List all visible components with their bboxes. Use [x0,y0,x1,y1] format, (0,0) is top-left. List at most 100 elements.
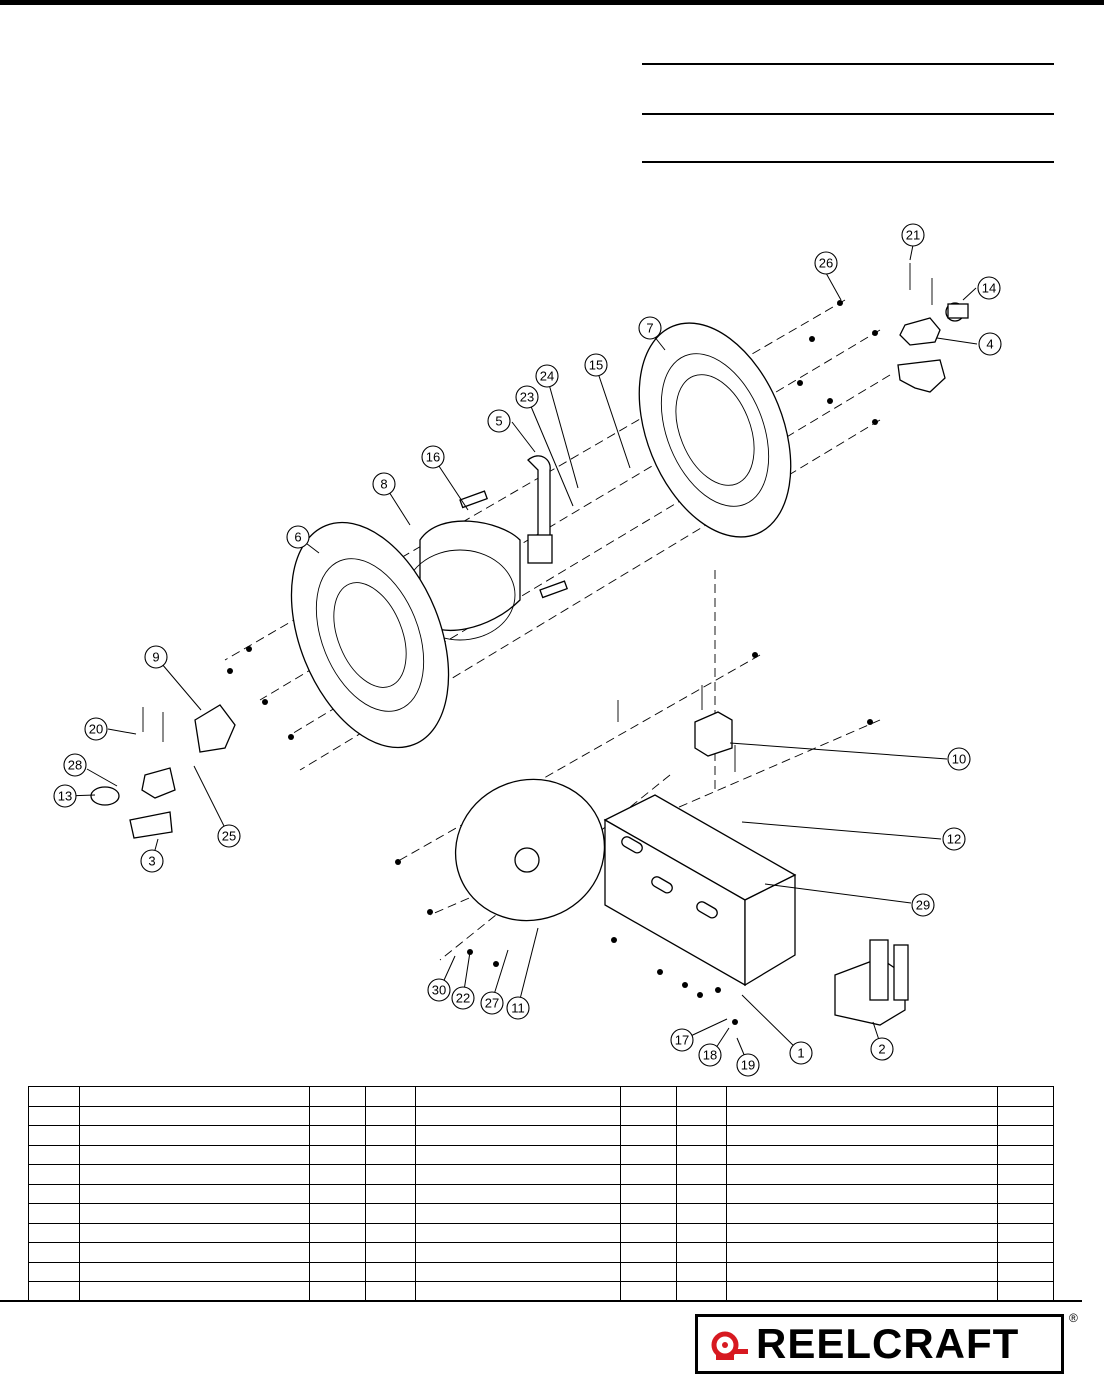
table-cell [309,1105,366,1126]
table-cell [997,1144,1054,1165]
table-cell [676,1144,727,1165]
callout-7: 7 [638,316,662,340]
side-disc-left [290,521,450,749]
bearing-left [90,704,236,839]
table-cell [79,1144,310,1165]
table-cell [676,1242,727,1263]
table-cell [726,1242,998,1263]
callout-28: 28 [63,753,87,777]
table-cell [365,1144,416,1165]
table-cell [365,1203,416,1224]
table-cell [309,1144,366,1165]
table-cell [28,1222,80,1243]
svg-text:30: 30 [432,983,446,998]
table-cell [997,1242,1054,1263]
table-cell [620,1105,677,1126]
table-cell [365,1261,416,1282]
callout-19: 19 [736,1053,760,1077]
svg-text:11: 11 [511,1001,525,1016]
table-cell [676,1281,727,1302]
callout-1: 1 [789,1041,813,1065]
table-cell [28,1125,80,1146]
table-cell [415,1183,621,1204]
table-cell [79,1261,310,1282]
table-cell [676,1164,727,1185]
table-cell [79,1222,310,1243]
svg-text:15: 15 [589,358,603,373]
blank-field-line [642,63,1054,65]
table-cell [365,1086,416,1107]
table-cell [726,1164,998,1185]
table-cell [79,1164,310,1185]
table-row [28,1261,1054,1282]
blank-field-line [642,161,1054,163]
table-row [28,1203,1054,1224]
blank-field-line [642,113,1054,115]
callout-bubbles: 1 2 3 4 5 6 7 8 9 10 11 12 13 14 15 16 1… [53,223,1002,1077]
table-cell [620,1164,677,1185]
callout-23: 23 [515,385,539,409]
table-cell [676,1183,727,1204]
table-cell [79,1281,310,1302]
table-cell [620,1242,677,1263]
footer-rule [0,1300,1082,1302]
table-cell [309,1222,366,1243]
table-cell [726,1144,998,1165]
svg-text:27: 27 [485,996,499,1011]
table-cell [726,1183,998,1204]
table-cell [997,1281,1054,1302]
callout-16: 16 [421,445,445,469]
svg-text:16: 16 [426,450,440,465]
table-cell [676,1261,727,1282]
hose-drum [404,490,569,641]
svg-text:19: 19 [741,1058,755,1073]
table-cell [997,1105,1054,1126]
table-cell [620,1086,677,1107]
table-cell [309,1164,366,1185]
table-cell [309,1261,366,1282]
table-row [28,1125,1054,1146]
table-cell [620,1144,677,1165]
table-cell [309,1086,366,1107]
table-row [28,1183,1054,1204]
mounting-bracket-right [897,302,969,393]
leader-lines [64,244,978,1065]
table-cell [620,1203,677,1224]
reelcraft-logo: REELCRAFT [695,1314,1064,1374]
riser-tube [527,455,553,564]
callout-9: 9 [144,645,168,669]
callout-21: 21 [901,223,925,247]
svg-text:14: 14 [982,281,996,296]
callout-4: 4 [978,332,1002,356]
table-cell [415,1203,621,1224]
table-row [28,1242,1054,1263]
table-cell [309,1203,366,1224]
table-cell [620,1125,677,1146]
svg-text:22: 22 [456,991,470,1006]
svg-text:7: 7 [646,321,653,336]
table-cell [79,1242,310,1263]
table-row [28,1105,1054,1126]
table-cell [365,1164,416,1185]
table-row [28,1222,1054,1243]
table-cell [309,1242,366,1263]
table-cell [726,1086,998,1107]
callout-18: 18 [698,1043,722,1067]
exploded-parts-diagram: 1 2 3 4 5 6 7 8 9 10 11 12 13 14 15 16 1… [53,223,1002,1077]
table-cell [28,1203,80,1224]
callout-25: 25 [217,824,241,848]
table-cell [365,1281,416,1302]
table-cell [997,1261,1054,1282]
table-cell [726,1261,998,1282]
top-rule [0,0,1104,5]
side-disc-right [638,322,792,538]
table-cell [415,1164,621,1185]
svg-text:10: 10 [952,752,966,767]
table-row [28,1086,1054,1107]
table-cell [309,1183,366,1204]
svg-text:29: 29 [916,898,930,913]
callout-2: 2 [870,1037,894,1061]
table-row [28,1164,1054,1185]
table-cell [28,1183,80,1204]
table-cell [79,1183,310,1204]
